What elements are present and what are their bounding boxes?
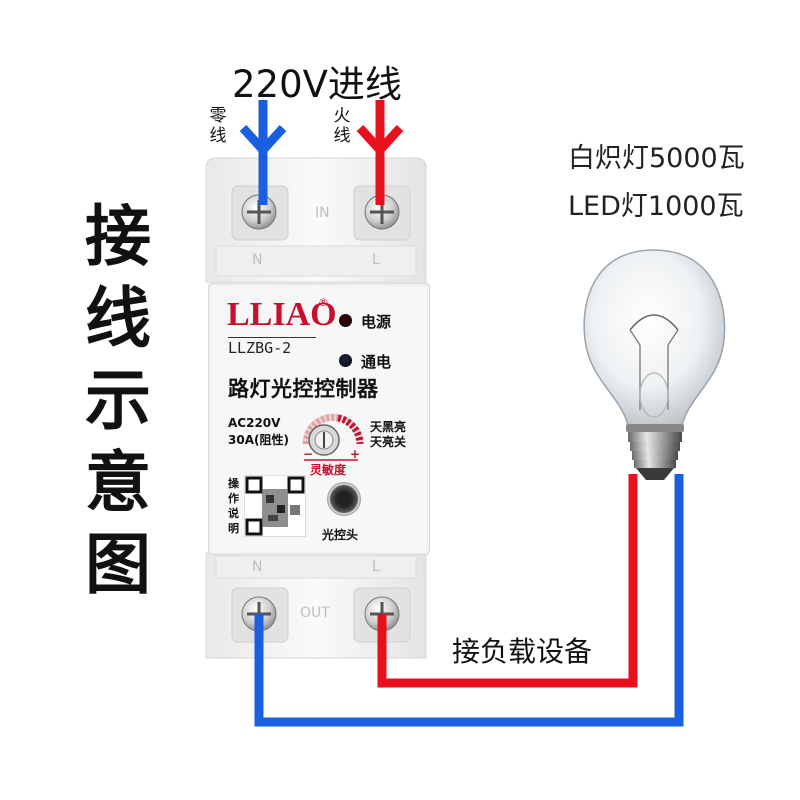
- brand-logo: LLIAO: [227, 296, 337, 333]
- output-led: [339, 354, 352, 367]
- terminal-l-label-bottom: L: [372, 559, 380, 575]
- rating-voltage: AC220V: [228, 416, 281, 430]
- knob-plus-label: +: [350, 447, 361, 461]
- light-bulb: [583, 249, 726, 480]
- sensitivity-label: 灵敏度: [310, 463, 347, 477]
- manual-label: 操作说明: [228, 477, 239, 535]
- terminal-n-label-top: N: [252, 252, 263, 268]
- power-led-label: 电源: [361, 313, 392, 331]
- live-label: 火线: [333, 106, 351, 146]
- mode-dark-label: 天黑亮: [370, 420, 407, 434]
- sensitivity-scale-icon: [302, 413, 364, 445]
- mode-light-label: 天亮关: [370, 435, 407, 449]
- spec-incandescent: 白炽灯5000瓦: [568, 143, 745, 174]
- side-title: 接线示意图: [85, 198, 151, 603]
- sensitivity-knob[interactable]: [298, 410, 368, 472]
- input-title: 220V进线: [232, 63, 402, 106]
- spec-led: LED灯1000瓦: [568, 191, 744, 222]
- terminal-out-label: OUT: [300, 605, 330, 621]
- qr-code-icon: [244, 475, 306, 537]
- power-led: [339, 314, 352, 327]
- live-input-arrow: [356, 100, 404, 205]
- terminal-in-label: IN: [315, 205, 330, 221]
- terminal-screw-in-l: [364, 194, 400, 230]
- live-output-wire: [377, 474, 638, 688]
- neutral-input-arrow: [239, 100, 287, 205]
- product-name: 路灯光控控制器: [228, 377, 379, 401]
- terminal-n-label-bottom: N: [252, 559, 263, 575]
- neutral-output-wire: [254, 474, 684, 727]
- output-led-label: 通电: [361, 353, 392, 371]
- light-sensor-label: 光控头: [322, 528, 359, 542]
- terminal-l-label-top: L: [372, 252, 380, 268]
- knob-minus-label: −: [303, 447, 314, 461]
- rating-current: 30A(阻性): [228, 433, 289, 447]
- light-sensor-icon: [327, 482, 361, 516]
- brand-registered-mark: ®: [318, 296, 329, 309]
- load-label: 接负载设备: [452, 635, 593, 668]
- neutral-label: 零线: [209, 106, 227, 146]
- model-number: LLZBG-2: [228, 337, 316, 357]
